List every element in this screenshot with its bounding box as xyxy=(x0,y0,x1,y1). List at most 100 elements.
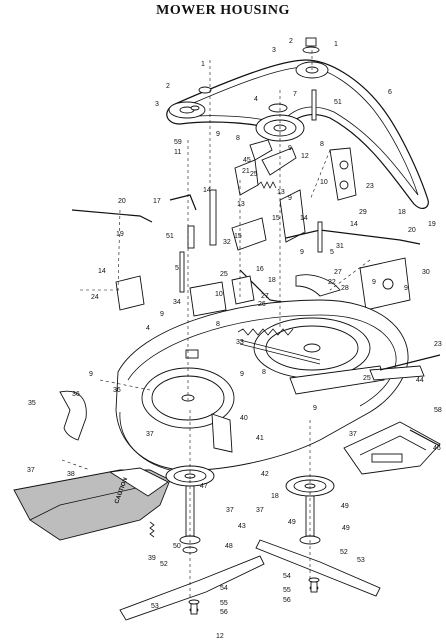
callout-36: 36 xyxy=(72,391,80,398)
callout-9: 9 xyxy=(288,145,292,152)
callout-38: 38 xyxy=(67,471,75,478)
callout-53: 53 xyxy=(357,557,365,564)
callout-25: 25 xyxy=(363,375,371,382)
callout-54: 54 xyxy=(220,585,228,592)
callout-37: 37 xyxy=(146,431,154,438)
callout-1: 1 xyxy=(201,61,205,68)
callout-37: 37 xyxy=(27,467,35,474)
lift-links xyxy=(71,194,421,317)
callout-32: 32 xyxy=(223,239,231,246)
callout-22: 22 xyxy=(328,279,336,286)
callout-46: 46 xyxy=(433,445,441,452)
callout-40: 40 xyxy=(240,415,248,422)
callout-8: 8 xyxy=(262,369,266,376)
callout-39: 39 xyxy=(148,555,156,562)
washer-left xyxy=(190,105,200,111)
callout-11: 11 xyxy=(174,149,181,156)
callout-20: 20 xyxy=(408,227,416,234)
callout-4: 4 xyxy=(146,325,150,332)
callout-5: 5 xyxy=(330,249,334,256)
callout-43: 43 xyxy=(238,523,246,530)
callout-15: 15 xyxy=(234,233,242,240)
callout-9: 9 xyxy=(372,279,376,286)
callout-9: 9 xyxy=(300,249,304,256)
callout-14: 14 xyxy=(350,221,358,228)
deck-rail-right xyxy=(343,421,441,475)
callout-9: 9 xyxy=(288,195,292,202)
callout-18: 18 xyxy=(271,493,279,500)
callout-12: 12 xyxy=(301,153,309,160)
idler-spring xyxy=(257,181,277,189)
callout-14: 14 xyxy=(98,268,106,275)
callout-56: 56 xyxy=(220,609,228,616)
callout-37: 37 xyxy=(349,431,357,438)
callout-9: 9 xyxy=(160,311,164,318)
left-idler-pulley xyxy=(168,101,206,119)
part-callouts: 1 1 2 2 3 3 4 4 5 5 6 7 8 8 8 8 9 9 9 9 … xyxy=(27,38,442,616)
callout-29: 29 xyxy=(359,209,367,216)
callout-26: 26 xyxy=(258,301,266,308)
tension-spring xyxy=(237,328,294,336)
callout-14: 14 xyxy=(203,187,211,194)
callout-37: 37 xyxy=(256,507,264,514)
callout-52: 52 xyxy=(340,549,348,556)
leader-lines xyxy=(61,50,371,600)
callout-14: 14 xyxy=(300,215,308,222)
callout-52: 52 xyxy=(160,561,168,568)
callout-42: 42 xyxy=(261,471,269,478)
page-title: MOWER HOUSING xyxy=(156,3,290,18)
callout-59: 59 xyxy=(174,139,182,146)
callout-8: 8 xyxy=(216,321,220,328)
callout-54: 54 xyxy=(283,573,291,580)
callout-5: 5 xyxy=(175,265,179,272)
nut-left xyxy=(198,86,212,94)
callout-56: 56 xyxy=(283,597,291,604)
callout-48: 48 xyxy=(225,543,233,550)
callout-2: 2 xyxy=(166,83,170,90)
deflector-chute xyxy=(13,467,171,541)
callout-53: 53 xyxy=(151,603,159,610)
page-number: 12 xyxy=(216,633,224,640)
callout-55: 55 xyxy=(283,587,291,594)
callout-35: 35 xyxy=(28,400,36,407)
callout-24: 24 xyxy=(91,294,99,301)
front-rod xyxy=(409,429,441,447)
callout-15: 15 xyxy=(272,215,280,222)
callout-9: 9 xyxy=(404,285,408,292)
callout-9: 9 xyxy=(89,371,93,378)
callout-9: 9 xyxy=(313,405,317,412)
idler-bolt xyxy=(311,89,317,121)
callout-25: 25 xyxy=(220,271,228,278)
callout-28: 28 xyxy=(341,285,349,292)
callout-21: 21 xyxy=(242,168,250,175)
callout-23: 23 xyxy=(366,183,374,190)
callout-17: 17 xyxy=(153,198,161,205)
deflector-left-guard xyxy=(59,390,87,441)
callout-37: 37 xyxy=(226,507,234,514)
callout-9: 9 xyxy=(216,131,220,138)
callout-18: 18 xyxy=(398,209,406,216)
callout-8: 8 xyxy=(236,135,240,142)
callout-10: 10 xyxy=(215,291,223,298)
callout-20: 20 xyxy=(118,198,126,205)
callout-25: 25 xyxy=(250,171,258,178)
spring-39 xyxy=(149,521,155,538)
callout-3: 3 xyxy=(272,47,276,54)
callout-9: 9 xyxy=(240,371,244,378)
callout-45: 45 xyxy=(243,157,251,164)
callout-13: 13 xyxy=(277,189,285,196)
callout-7: 7 xyxy=(293,91,297,98)
callout-18: 18 xyxy=(268,277,276,284)
callout-23: 23 xyxy=(434,341,442,348)
callout-27: 27 xyxy=(261,293,269,300)
callout-4: 4 xyxy=(254,96,258,103)
callout-13: 13 xyxy=(237,201,245,208)
callout-44: 44 xyxy=(416,377,424,384)
callout-51: 51 xyxy=(334,99,342,106)
callout-1: 1 xyxy=(334,41,338,48)
callout-49: 49 xyxy=(288,519,296,526)
callout-36: 36 xyxy=(113,387,121,394)
callout-47: 47 xyxy=(200,483,208,490)
callout-3: 3 xyxy=(155,101,159,108)
